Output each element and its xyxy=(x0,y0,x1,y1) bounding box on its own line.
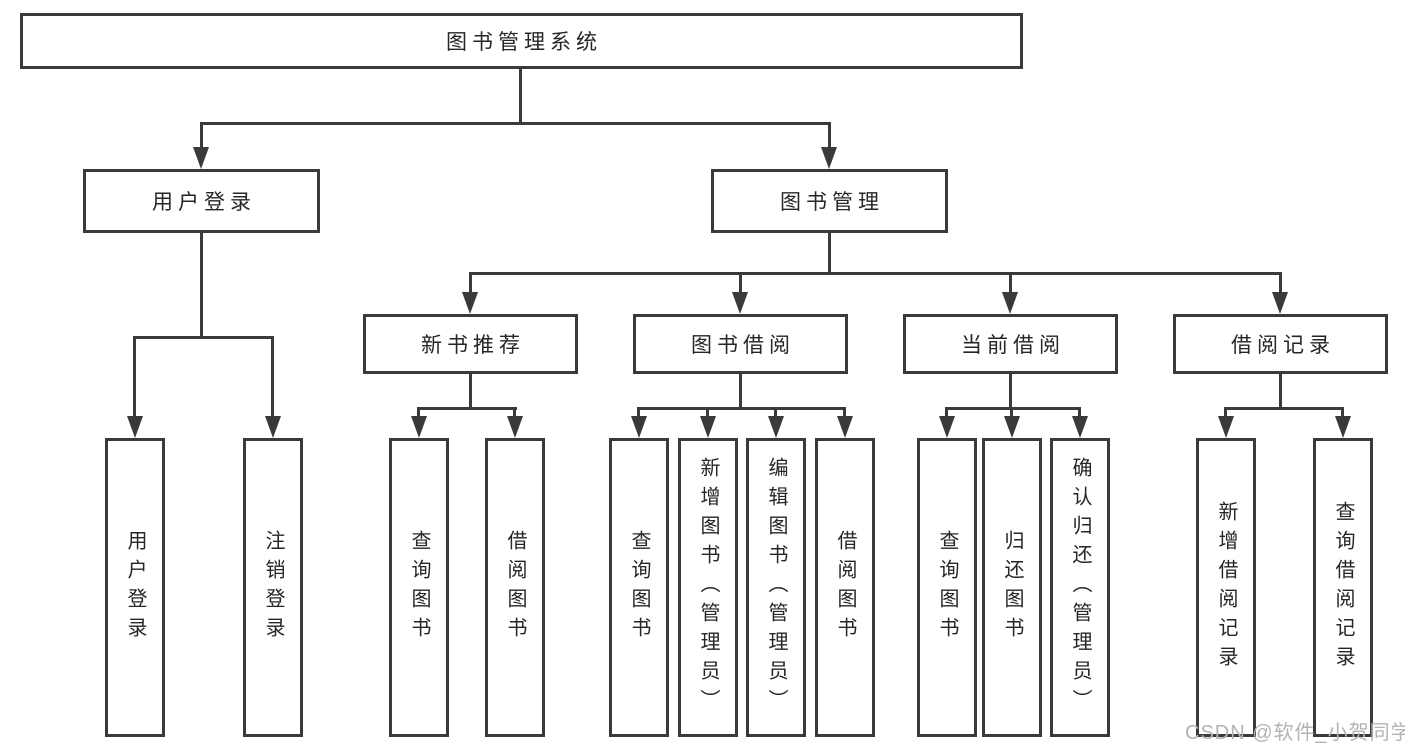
connector-hline xyxy=(945,407,1081,410)
leaf-query-books-recommend: 查询图书 xyxy=(389,438,449,737)
leaf-add-books-admin: 新增图书（管理员） xyxy=(678,438,738,737)
node-label: 查询借阅记录 xyxy=(1332,500,1354,675)
connector-hline xyxy=(1224,407,1344,410)
leaf-user-login: 用户登录 xyxy=(105,438,165,737)
node-label: 借阅图书 xyxy=(504,529,526,646)
connector-vline xyxy=(469,374,472,409)
arrow-down-icon xyxy=(732,292,748,314)
arrow-down-icon xyxy=(1072,416,1088,438)
connector-vline xyxy=(1279,374,1282,409)
node-label: 图书借阅 xyxy=(691,334,795,357)
arrow-down-icon xyxy=(837,416,853,438)
node-label: 注销登录 xyxy=(262,529,284,646)
node-book-management: 图书管理 xyxy=(711,169,948,233)
connector-vline xyxy=(200,233,203,338)
leaf-edit-books-admin: 编辑图书（管理员） xyxy=(746,438,806,737)
node-label: 归还图书 xyxy=(1001,529,1023,646)
node-label: 编辑图书（管理员） xyxy=(765,457,787,718)
connector-vline xyxy=(774,407,777,418)
connector-vline xyxy=(519,69,522,122)
node-label: 确认归还（管理员） xyxy=(1069,457,1091,718)
leaf-query-borrow-record: 查询借阅记录 xyxy=(1313,438,1373,737)
arrow-down-icon xyxy=(1272,292,1288,314)
node-label: 查询图书 xyxy=(936,529,958,646)
leaf-borrow-books-borrowing: 借阅图书 xyxy=(815,438,875,737)
arrow-down-icon xyxy=(768,416,784,438)
connector-vline xyxy=(1224,407,1227,418)
node-root: 图书管理系统 xyxy=(20,13,1023,69)
leaf-return-books: 归还图书 xyxy=(982,438,1042,737)
csdn-watermark: CSDN @软件_小贺同学 xyxy=(1185,722,1405,744)
leaf-logout: 注销登录 xyxy=(243,438,303,737)
connector-vline xyxy=(469,272,472,295)
connector-vline xyxy=(513,407,516,418)
connector-vline xyxy=(828,233,831,275)
arrow-down-icon xyxy=(1002,292,1018,314)
connector-vline xyxy=(1010,407,1013,418)
connector-vline xyxy=(739,272,742,295)
arrow-down-icon xyxy=(1218,416,1234,438)
connector-vline xyxy=(1009,374,1012,409)
arrow-down-icon xyxy=(462,292,478,314)
node-label: 新增图书（管理员） xyxy=(697,457,719,718)
connector-vline xyxy=(1078,407,1081,418)
node-label: 查询图书 xyxy=(408,529,430,646)
arrow-down-icon xyxy=(265,416,281,438)
node-label: 图书管理系统 xyxy=(446,31,602,54)
leaf-query-books-borrowing: 查询图书 xyxy=(609,438,669,737)
connector-vline xyxy=(945,407,948,418)
connector-vline xyxy=(1341,407,1344,418)
node-new-book-recommend: 新书推荐 xyxy=(363,314,578,374)
arrow-down-icon xyxy=(631,416,647,438)
connector-hline xyxy=(417,407,517,410)
node-borrowing-records: 借阅记录 xyxy=(1173,314,1388,374)
connector-vline xyxy=(828,122,831,150)
connector-vline xyxy=(200,122,203,150)
connector-hline xyxy=(469,272,1282,275)
connector-vline xyxy=(1279,272,1282,295)
leaf-confirm-return-admin: 确认归还（管理员） xyxy=(1050,438,1110,737)
arrow-down-icon xyxy=(1004,416,1020,438)
connector-vline xyxy=(271,336,274,417)
leaf-borrow-books-recommend: 借阅图书 xyxy=(485,438,545,737)
arrow-down-icon xyxy=(411,416,427,438)
node-current-borrowing: 当前借阅 xyxy=(903,314,1118,374)
node-label: 借阅图书 xyxy=(834,529,856,646)
node-label: 新增借阅记录 xyxy=(1215,500,1237,675)
leaf-query-books-current: 查询图书 xyxy=(917,438,977,737)
arrow-down-icon xyxy=(700,416,716,438)
connector-vline xyxy=(706,407,709,418)
node-book-borrowing: 图书借阅 xyxy=(633,314,848,374)
connector-vline xyxy=(417,407,420,418)
arrow-down-icon xyxy=(507,416,523,438)
arrow-down-icon xyxy=(821,147,837,169)
arrow-down-icon xyxy=(939,416,955,438)
node-label: 新书推荐 xyxy=(421,334,525,357)
connector-vline xyxy=(843,407,846,418)
connector-vline xyxy=(1009,272,1012,295)
arrow-down-icon xyxy=(1335,416,1351,438)
arrow-down-icon xyxy=(127,416,143,438)
node-label: 图书管理 xyxy=(780,191,884,214)
node-user-login: 用户登录 xyxy=(83,169,320,233)
connector-hline xyxy=(637,407,846,410)
connector-hline xyxy=(133,336,274,339)
connector-vline xyxy=(739,374,742,409)
leaf-add-borrow-record: 新增借阅记录 xyxy=(1196,438,1256,737)
node-label: 查询图书 xyxy=(628,529,650,646)
node-label: 当前借阅 xyxy=(961,334,1065,357)
node-label: 用户登录 xyxy=(152,191,256,214)
arrow-down-icon xyxy=(193,147,209,169)
node-label: 用户登录 xyxy=(124,529,146,646)
connector-hline xyxy=(200,122,831,125)
node-label: 借阅记录 xyxy=(1231,334,1335,357)
connector-vline xyxy=(133,336,136,417)
connector-vline xyxy=(637,407,640,418)
